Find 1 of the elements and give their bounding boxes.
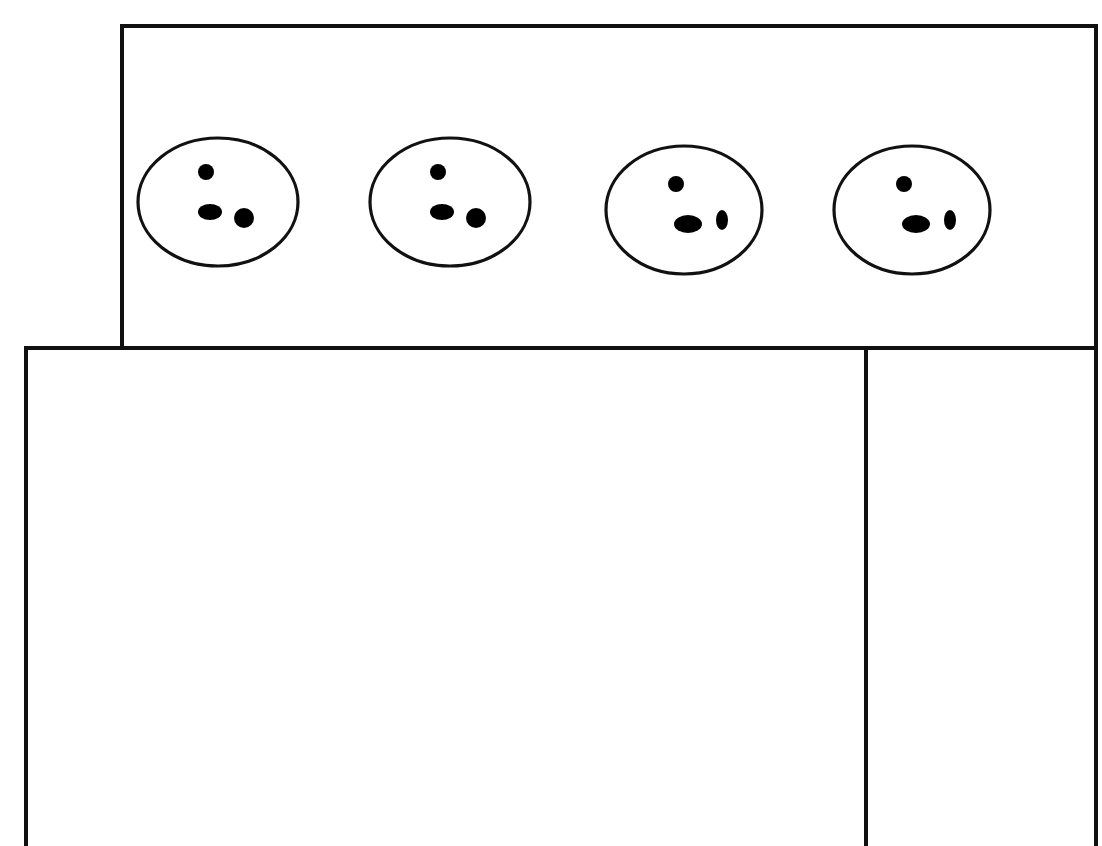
rectangle bbox=[120, 24, 1098, 350]
